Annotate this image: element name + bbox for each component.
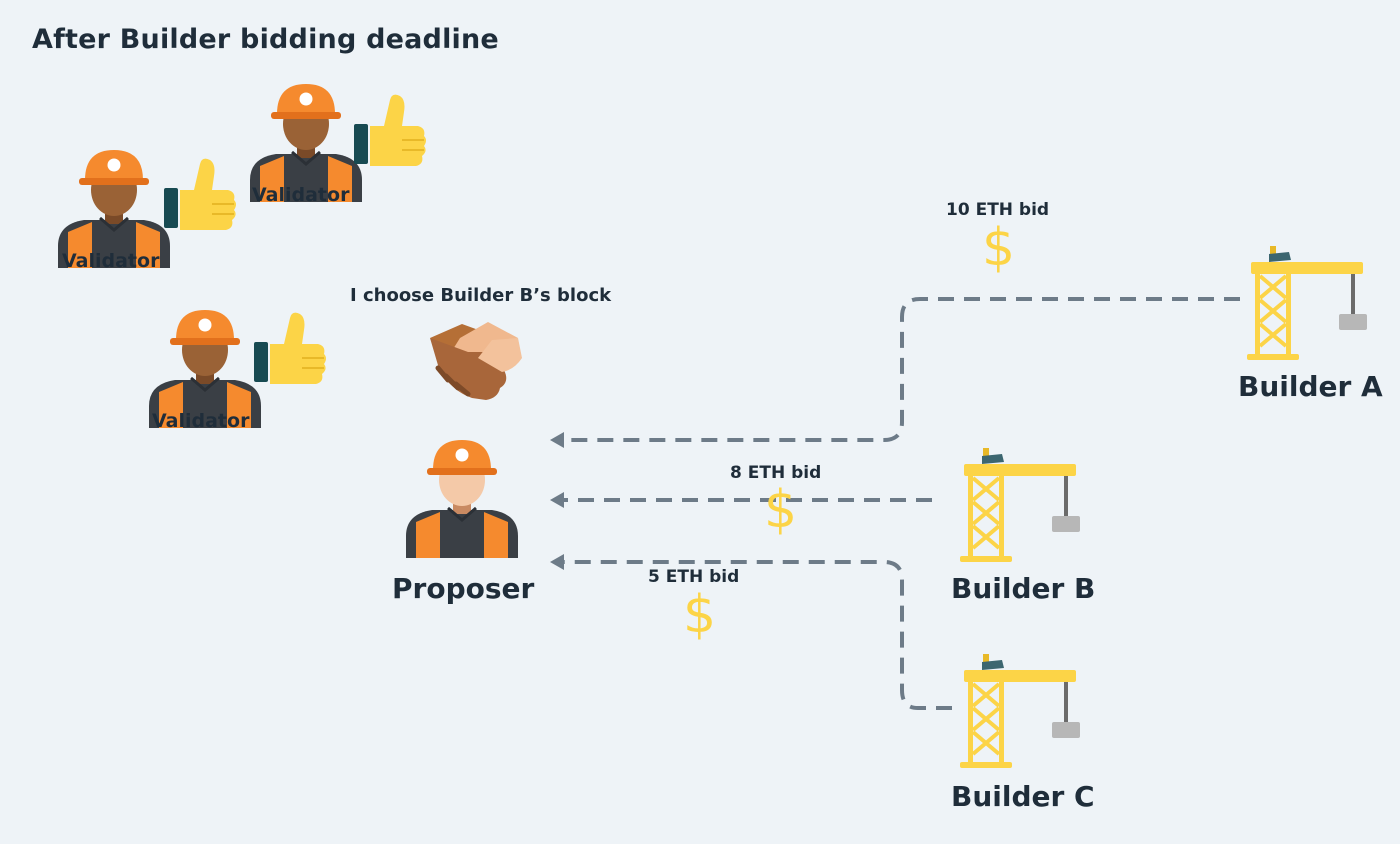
dollar-icon: $ bbox=[764, 480, 797, 540]
validator-label: Validator bbox=[252, 184, 349, 206]
thumbs-up-icon bbox=[254, 313, 326, 384]
page-title: After Builder bidding deadline bbox=[32, 24, 499, 55]
validator-label: Validator bbox=[152, 410, 249, 432]
builder-b-label: Builder B bbox=[951, 572, 1095, 605]
builder-c-bid-label: 5 ETH bid bbox=[648, 567, 739, 587]
builder-c-bid-arrow bbox=[562, 562, 952, 708]
dollar-icon: $ bbox=[982, 218, 1015, 278]
arrowhead bbox=[550, 492, 564, 508]
handshake-icon bbox=[430, 322, 522, 400]
arrowhead bbox=[550, 432, 564, 448]
validator-label: Validator bbox=[62, 250, 159, 272]
builder-a-crane-icon bbox=[1247, 246, 1367, 360]
builder-a-bid-label: 10 ETH bid bbox=[946, 200, 1049, 220]
builder-a-label: Builder A bbox=[1238, 370, 1383, 403]
builder-b-crane-icon bbox=[960, 448, 1080, 562]
proposer-figure bbox=[406, 440, 518, 558]
builder-a-bid-arrow bbox=[562, 299, 1240, 440]
proposer-label: Proposer bbox=[392, 572, 534, 605]
arrowhead bbox=[550, 554, 564, 570]
builder-c-crane-icon bbox=[960, 654, 1080, 768]
proposer-choice-text: I choose Builder B’s block bbox=[350, 285, 611, 306]
builder-c-label: Builder C bbox=[951, 780, 1095, 813]
thumbs-up-icon bbox=[164, 159, 236, 230]
thumbs-up-icon bbox=[354, 95, 426, 166]
dollar-icon: $ bbox=[683, 585, 716, 645]
